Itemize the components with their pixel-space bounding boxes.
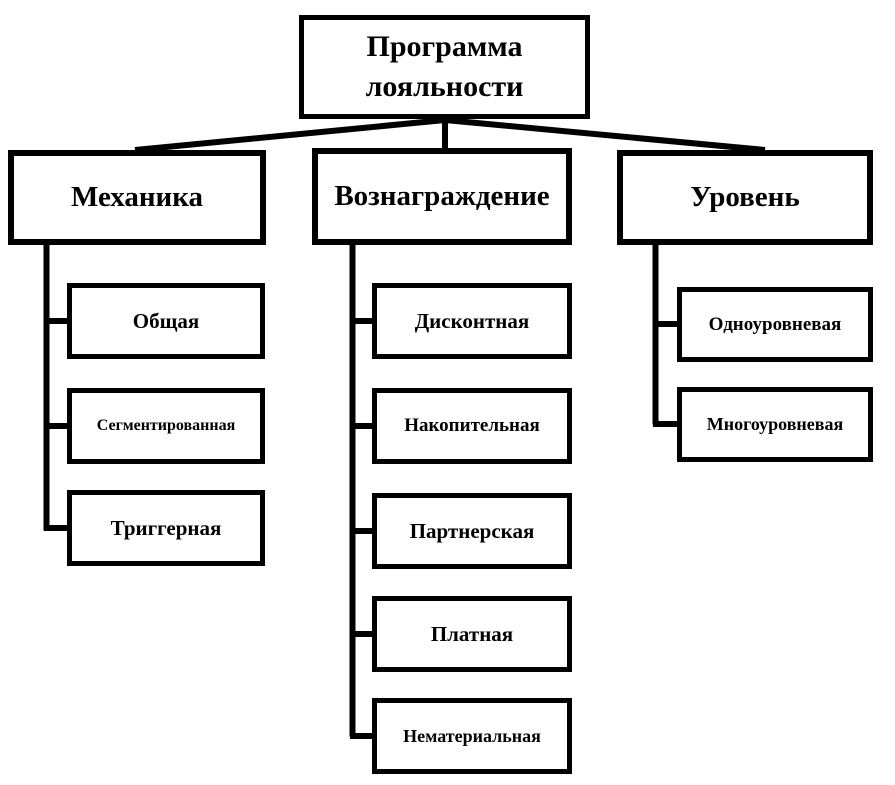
node-reward-accumulative: Накопительная [372, 388, 572, 464]
node-level-multi-label: Многоуровневая [706, 414, 844, 435]
node-level: Уровень [617, 150, 873, 245]
node-reward-paid: Платная [372, 596, 572, 672]
node-reward-accumulative-label: Накопительная [404, 415, 540, 437]
node-level-single: Одноуровневая [677, 287, 873, 362]
node-reward-discount: Дисконтная [372, 283, 572, 359]
node-mechanics-segmented-label: Сегментированная [96, 417, 236, 434]
node-mechanics-segmented: Сегментированная [67, 388, 265, 464]
node-reward-paid-label: Платная [430, 621, 514, 646]
node-reward-nonmaterial: Нематериальная [372, 698, 572, 774]
node-reward-nonmaterial-label: Нематериальная [403, 725, 541, 746]
node-reward-label: Вознаграждение [334, 180, 550, 213]
node-root-label: Программа лояльности [365, 29, 524, 104]
node-reward: Вознаграждение [312, 148, 572, 245]
node-level-multi: Многоуровневая [677, 387, 873, 462]
node-mechanics-trigger-label: Триггерная [110, 515, 222, 540]
edge-root-mechanics [134, 117, 446, 153]
node-mechanics-general: Общая [67, 283, 265, 359]
node-mechanics-general-label: Общая [132, 308, 200, 333]
node-reward-partner: Партнерская [372, 493, 572, 569]
node-reward-partner-label: Партнерская [409, 518, 535, 543]
node-root: Программа лояльности [299, 15, 590, 119]
edge-root-level [444, 117, 766, 153]
node-level-label: Уровень [690, 181, 800, 214]
node-mechanics-trigger: Триггерная [67, 490, 265, 566]
node-level-single-label: Одноуровневая [708, 313, 842, 335]
node-mechanics: Механика [8, 150, 266, 245]
node-mechanics-label: Механика [70, 181, 204, 214]
node-reward-discount-label: Дисконтная [414, 308, 530, 333]
